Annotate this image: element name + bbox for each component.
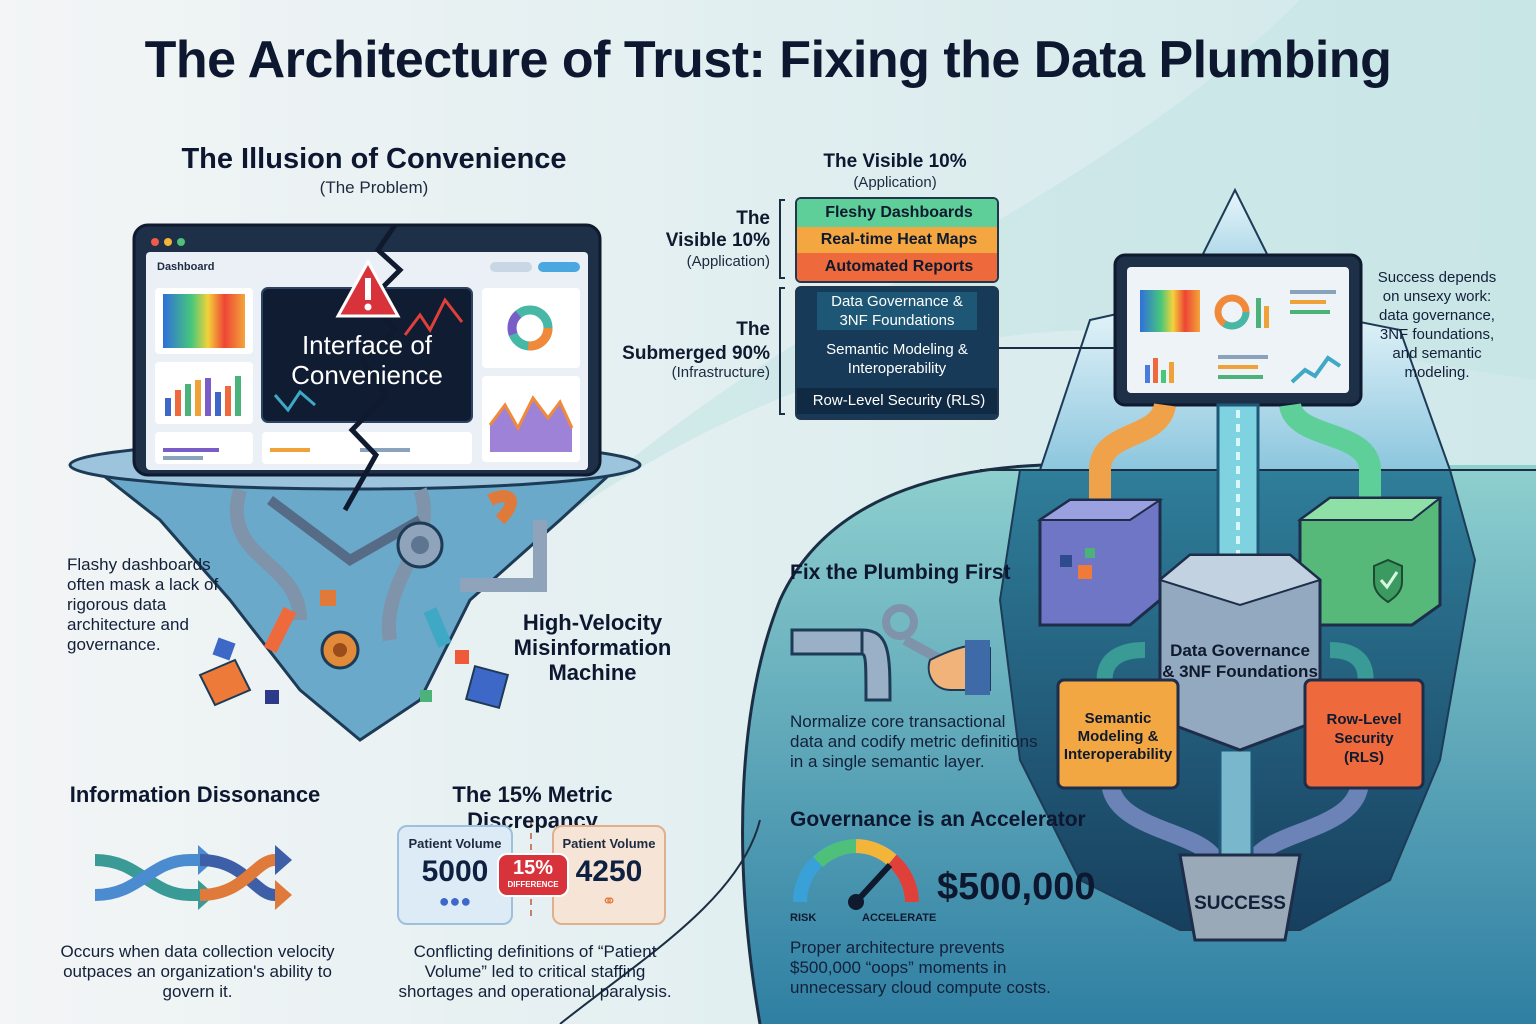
discrepancy-text: Conflicting definitions of “Patient Volu… xyxy=(398,942,672,1001)
governance-text: Proper architecture prevents $500,000 “o… xyxy=(790,938,1051,997)
machine-label-line3: Machine xyxy=(548,660,637,685)
visible-item-dashboards: Fleshy Dashboards xyxy=(797,199,997,227)
mask-text: Flashy dashboards often mask a lack of r… xyxy=(67,555,219,654)
center-block-label: Data Governance & 3NF Foundations xyxy=(1160,640,1320,682)
visible-item-heat-maps: Real-time Heat Maps xyxy=(797,227,997,253)
right-card-label: Patient Volume xyxy=(562,836,656,851)
submerged-sublabel: (Infrastructure) xyxy=(671,364,770,381)
badge-label: DIFFERENCE xyxy=(507,880,559,889)
machine-label-line1: High-Velocity xyxy=(522,610,663,635)
rls-block-label: Row-Level Security (RLS) xyxy=(1305,710,1423,767)
visible-label-line2: Visible 10% xyxy=(665,230,770,251)
visible-layer-box: Fleshy Dashboards Real-time Heat Maps Au… xyxy=(795,197,999,283)
stack-top-sublabel: (Application) xyxy=(853,174,937,191)
savings-amount: $500,000 xyxy=(937,866,1096,908)
submerged-item-governance: Data Governance & 3NF Foundations xyxy=(817,292,977,330)
plumbing-text: Normalize core transactional data and co… xyxy=(790,712,1038,771)
dashboard-tab: Dashboard xyxy=(157,261,215,273)
link-icon: ⚭ xyxy=(601,891,617,911)
interface-label-line2: Convenience xyxy=(291,360,443,390)
visible-item-reports: Automated Reports xyxy=(797,253,997,281)
page-title: The Architecture of Trust: Fixing the Da… xyxy=(144,31,1392,89)
visible-label-line1: The xyxy=(736,208,770,229)
interface-label: Interface of Convenience xyxy=(262,330,472,390)
problem-heading: The Illusion of Convenience xyxy=(181,143,567,175)
visible-label: The Visible 10% xyxy=(600,208,770,252)
left-card-label: Patient Volume xyxy=(408,836,502,851)
gauge-left-label: RISK xyxy=(790,912,817,924)
rls-block-line1: Row-Level xyxy=(1326,711,1402,728)
machine-label-line2: Misinformation xyxy=(513,635,672,660)
semantic-block-line2: Modeling & xyxy=(1077,728,1159,745)
semantic-block-label: Semantic Modeling & Interoperability xyxy=(1058,710,1178,764)
submerged-item-semantic: Semantic Modeling & Interoperability xyxy=(826,341,968,377)
submerged-item-rls: Row-Level Security (RLS) xyxy=(797,388,997,414)
badge-value: 15% xyxy=(512,857,554,879)
patient-volume-card-left: Patient Volume 5000 ●●● xyxy=(397,825,513,925)
left-card-value: 5000 xyxy=(421,855,489,888)
semantic-block-line1: Semantic xyxy=(1084,710,1152,727)
submerged-label-line1: The xyxy=(736,319,770,340)
dissonance-text: Occurs when data collection velocity out… xyxy=(60,942,335,1001)
problem-subheading: (The Problem) xyxy=(319,178,429,197)
success-label: SUCCESS xyxy=(1194,893,1286,914)
machine-label: High-Velocity Misinformation Machine xyxy=(505,610,680,685)
people-icon: ●●● xyxy=(438,891,472,911)
semantic-block-line3: Interoperability xyxy=(1063,746,1173,763)
difference-badge: 15% DIFFERENCE xyxy=(497,853,569,897)
success-note: Success depends on unsexy work: data gov… xyxy=(1377,269,1497,381)
submerged-label: The Submerged 90% xyxy=(600,318,770,366)
center-block-line1: Data Governance xyxy=(1170,641,1310,660)
stack-top-label: The Visible 10% xyxy=(823,151,967,172)
visible-sublabel: (Application) xyxy=(686,253,770,270)
patient-volume-card-right: Patient Volume 4250 ⚭ xyxy=(552,825,666,925)
submerged-label-line2: Submerged 90% xyxy=(622,343,770,364)
center-block-line2: & 3NF Foundations xyxy=(1162,662,1318,681)
plumbing-heading: Fix the Plumbing First xyxy=(790,561,1011,584)
rls-block-line3: (RLS) xyxy=(1344,749,1384,766)
right-card-value: 4250 xyxy=(575,855,643,888)
submerged-layer-box: Data Governance & 3NF Foundations Semant… xyxy=(795,286,999,420)
rls-block-line2: Security xyxy=(1334,730,1394,747)
governance-heading: Governance is an Accelerator xyxy=(790,808,1086,831)
dissonance-heading: Information Dissonance xyxy=(69,782,321,807)
gauge-right-label: ACCELERATE xyxy=(862,912,937,924)
interface-label-line1: Interface of xyxy=(301,330,433,360)
